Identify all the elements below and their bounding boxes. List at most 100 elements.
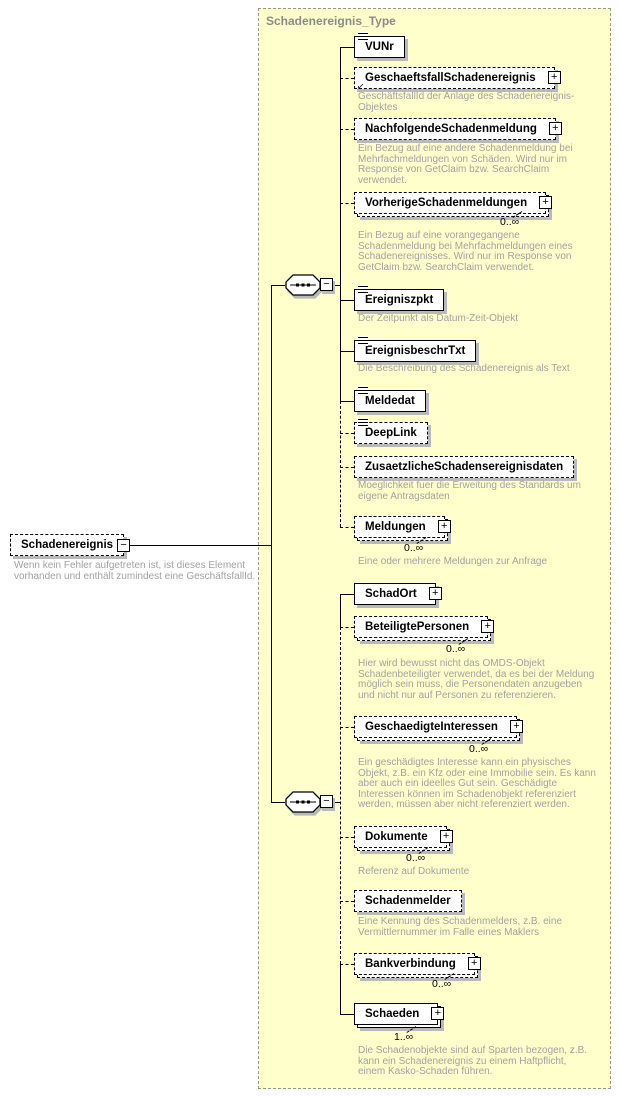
connector-line	[124, 545, 271, 546]
element-box[interactable]: NachfolgendeSchadenmeldung +	[354, 118, 562, 140]
connector-line	[340, 627, 354, 628]
sequence-compositor[interactable]: −	[285, 791, 333, 813]
element-box[interactable]: DeepLink	[354, 418, 428, 444]
element-label: VUNr	[365, 41, 394, 53]
collapse-minus-icon[interactable]: −	[117, 539, 131, 552]
element-label: Schadenmelder	[365, 895, 451, 907]
occurrence-label: 0..∞	[404, 542, 424, 554]
element-box[interactable]: Schaeden +	[354, 1003, 445, 1025]
element-schaeden[interactable]: Schaeden +	[354, 1003, 445, 1028]
expand-plus-icon[interactable]: +	[539, 196, 553, 209]
element-label: Meldedat	[365, 395, 415, 407]
element-box[interactable]: Schadenereignis −	[10, 534, 131, 556]
connector-line	[340, 78, 354, 79]
connector-line	[340, 837, 354, 838]
element-bankverbindung[interactable]: Bankverbindung +	[354, 953, 481, 978]
element-schadenmelder[interactable]: Schadenmelder	[354, 890, 462, 912]
connector-line	[340, 351, 354, 352]
element-box[interactable]: Meldedat	[354, 386, 426, 412]
element-box[interactable]: Schadenmelder	[354, 890, 462, 912]
annotation: Die Beschreibung des Schadenereignis als…	[358, 363, 570, 374]
element-meldedat[interactable]: Meldedat	[354, 386, 426, 412]
occurrence-label: 0..∞	[469, 743, 489, 755]
occurrence-label: 0..∞	[500, 216, 520, 228]
connector-line	[340, 401, 354, 402]
element-box[interactable]: VUNr	[354, 32, 405, 58]
connector-line	[340, 129, 354, 130]
expand-plus-icon[interactable]: +	[439, 830, 453, 843]
element-zusaetzlicheschadensereignisdaten[interactable]: ZusaetzlicheSchadensereignisdaten	[354, 456, 575, 478]
element-label: Schadenereignis	[21, 539, 114, 551]
connector-line	[340, 433, 354, 434]
connector-line	[271, 285, 285, 286]
collapse-minus-icon[interactable]: −	[320, 795, 333, 808]
element-box[interactable]: VorherigeSchadenmeldungen +	[354, 192, 553, 214]
connector-line	[340, 300, 354, 301]
element-box[interactable]: ↙ GeschaeftsfallSchadenereignis +	[354, 67, 561, 91]
annotation-schadenereignis: Wenn kein Fehler aufgetreten ist, ist di…	[14, 560, 256, 582]
element-deeplink[interactable]: DeepLink	[354, 418, 428, 444]
element-box[interactable]: EreignisbeschrTxt	[354, 336, 477, 362]
annotation: Eine oder mehrere Meldungen zur Anfrage	[358, 556, 548, 567]
annotation: Der Zeitpunkt als Datum-Zeit-Objekt	[358, 313, 519, 324]
connector-line	[340, 964, 354, 965]
element-box[interactable]: Bankverbindung +	[354, 953, 481, 975]
element-schadenereignis[interactable]: Schadenereignis −	[10, 534, 131, 556]
annotation: Ein Bezug auf eine andere Schadenmeldung…	[358, 143, 573, 186]
element-vunr[interactable]: VUNr	[354, 32, 405, 58]
sequence-icon	[285, 791, 321, 813]
connector-line	[271, 802, 285, 803]
element-geschaeftsfallschadenereignis[interactable]: ↙ GeschaeftsfallSchadenereignis +	[354, 67, 561, 91]
text-content-icon	[358, 32, 368, 42]
element-box[interactable]: Ereigniszpkt	[354, 285, 445, 311]
element-dokumente[interactable]: Dokumente +	[354, 826, 453, 851]
sequence-compositor[interactable]: −	[285, 274, 333, 296]
annotation: Die Schadenobjekte sind auf Sparten bezo…	[358, 1045, 588, 1077]
element-label: Meldungen	[365, 521, 426, 533]
element-label: EreignisbeschrTxt	[365, 345, 466, 357]
connector-line	[340, 727, 354, 728]
element-beteiligtepersonen[interactable]: BeteiligtePersonen +	[354, 616, 495, 641]
element-label: SchadOrt	[365, 588, 417, 600]
element-vorherigeschadenmeldungen[interactable]: VorherigeSchadenmeldungen +	[354, 192, 553, 217]
element-ereigniszpkt[interactable]: Ereigniszpkt	[354, 285, 445, 311]
reference-arrow-icon: ↙	[357, 81, 365, 91]
text-content-icon	[358, 285, 368, 295]
text-content-icon	[358, 336, 368, 346]
expand-plus-icon[interactable]: +	[428, 587, 442, 600]
connector-line	[340, 467, 354, 468]
connector-line	[340, 203, 354, 204]
element-box[interactable]: SchadOrt +	[354, 583, 442, 605]
collapse-minus-icon[interactable]: −	[320, 278, 333, 291]
connector-line	[334, 802, 340, 803]
connector-line	[334, 285, 340, 286]
connector-trunk	[340, 627, 341, 964]
connector-trunk	[340, 47, 341, 401]
element-box[interactable]: GeschaedigteInteressen +	[354, 716, 523, 738]
element-box[interactable]: ZusaetzlicheSchadensereignisdaten	[354, 456, 575, 478]
connector-trunk	[271, 285, 272, 802]
expand-plus-icon[interactable]: +	[548, 122, 562, 135]
expand-plus-icon[interactable]: +	[547, 71, 561, 84]
element-ereignisbeschrtxt[interactable]: EreignisbeschrTxt	[354, 336, 477, 362]
expand-plus-icon[interactable]: +	[437, 520, 451, 533]
annotation: Ein geschädigtes Interesse kann ein phys…	[358, 757, 596, 810]
element-geschaedigteinteressen[interactable]: GeschaedigteInteressen +	[354, 716, 523, 741]
element-box[interactable]: Meldungen +	[354, 516, 451, 538]
connector-line	[340, 47, 354, 48]
element-label: Bankverbindung	[365, 958, 456, 970]
occurrence-label: 0..∞	[406, 852, 426, 864]
element-box[interactable]: Dokumente +	[354, 826, 453, 848]
element-meldungen[interactable]: Meldungen +	[354, 516, 451, 541]
expand-plus-icon[interactable]: +	[509, 720, 523, 733]
expand-plus-icon[interactable]: +	[467, 957, 481, 970]
expand-plus-icon[interactable]: +	[481, 620, 495, 633]
element-label: BeteiligtePersonen	[365, 621, 470, 633]
element-schadort[interactable]: SchadOrt +	[354, 583, 442, 605]
element-label: GeschaedigteInteressen	[365, 721, 498, 733]
expand-plus-icon[interactable]: +	[431, 1007, 445, 1020]
element-label: ZusaetzlicheSchadensereignisdaten	[365, 461, 564, 473]
annotation: Moeglichkeit fuer die Erweitung des Stan…	[358, 480, 581, 502]
element-nachfolgendeschadenmeldung[interactable]: NachfolgendeSchadenmeldung +	[354, 118, 562, 140]
element-box[interactable]: BeteiligtePersonen +	[354, 616, 495, 638]
